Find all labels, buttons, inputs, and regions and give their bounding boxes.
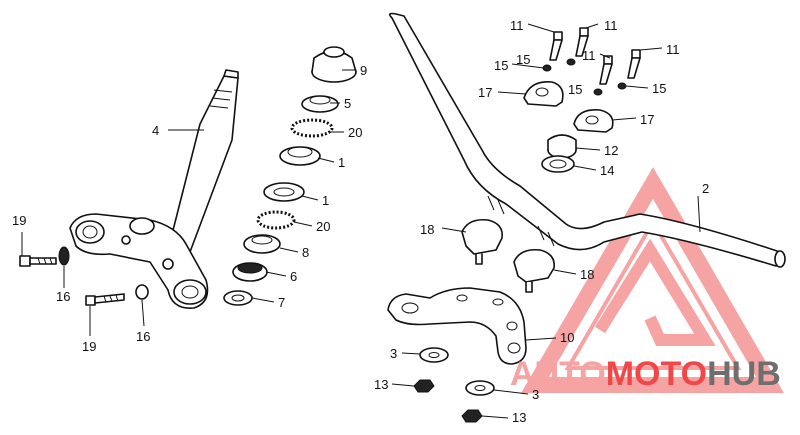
- bearing-race-1-upper: [279, 146, 321, 166]
- watermark-text-auto: AUTO: [510, 355, 606, 393]
- callout-19-upper: 19: [12, 213, 27, 228]
- washer-7: [223, 290, 253, 306]
- rubber-12: [547, 134, 577, 159]
- callout-1-lower: 1: [322, 193, 330, 208]
- watermark-text-hub: HUB: [707, 355, 781, 393]
- watermark-logo: [521, 167, 784, 393]
- callout-20-upper: 20: [348, 125, 363, 140]
- nut-13-b: [461, 409, 483, 423]
- washer-15-c: [593, 88, 603, 96]
- callout-15-a: 15: [494, 58, 509, 73]
- bolt-19-lower: [85, 293, 125, 306]
- steel-balls-20-lower: [256, 210, 296, 230]
- bolt-11-a: [549, 31, 563, 61]
- callout-18-b: 18: [580, 267, 595, 282]
- watermark-wordmark: AUTOMOTOHUB: [510, 357, 781, 391]
- callout-8: 8: [302, 245, 310, 260]
- bolt-19-upper: [19, 255, 57, 267]
- callout-2: 2: [702, 181, 710, 196]
- callout-15-b: 15: [516, 52, 531, 67]
- lower-holder-18-b: [513, 248, 556, 293]
- washer-15-a: [542, 64, 552, 72]
- watermark-text-moto: MOTO: [605, 355, 708, 393]
- stem-nut-9: [311, 46, 357, 83]
- callout-10: 10: [560, 330, 575, 345]
- bolt-11-d: [627, 49, 641, 79]
- callout-6: 6: [290, 269, 298, 284]
- callout-11-c: 11: [582, 48, 596, 63]
- callout-15-d: 15: [652, 81, 667, 96]
- callout-16-lower: 16: [136, 329, 151, 344]
- bearing-race-5: [301, 95, 339, 113]
- nut-13-a: [413, 379, 435, 393]
- callout-14: 14: [600, 163, 615, 178]
- callout-3-b: 3: [532, 387, 540, 402]
- callout-11-a: 11: [510, 18, 524, 33]
- callout-20-lower: 20: [316, 219, 331, 234]
- callout-16-upper: 16: [56, 289, 71, 304]
- callout-5: 5: [344, 96, 352, 111]
- handlebar: [388, 12, 786, 268]
- callout-1-upper: 1: [338, 155, 346, 170]
- washer-15-d: [617, 82, 627, 90]
- upper-holder-17-b: [573, 108, 614, 133]
- nut-16-lower: [135, 284, 149, 300]
- bearing-race-8: [243, 234, 281, 254]
- callout-19-lower: 19: [82, 339, 97, 354]
- callout-17-a: 17: [478, 85, 493, 100]
- steering-stem: [69, 69, 239, 309]
- upper-holder-17-a: [523, 81, 564, 107]
- bolt-11-c: [599, 55, 613, 85]
- steel-balls-20-upper: [290, 118, 334, 138]
- callout-13-a: 13: [374, 377, 389, 392]
- callout-15-c: 15: [568, 82, 583, 97]
- callout-12: 12: [604, 143, 619, 158]
- washer-14: [541, 155, 575, 173]
- callout-7: 7: [278, 295, 286, 310]
- lower-holder-18-a: [461, 218, 504, 265]
- bolt-11-b: [575, 27, 589, 57]
- washer-3-a: [419, 347, 449, 363]
- callout-18-a: 18: [420, 222, 435, 237]
- callout-13-b: 13: [512, 410, 527, 425]
- leader-lines: [21, 23, 701, 419]
- dust-seal-6: [232, 262, 268, 282]
- callout-11-d: 11: [666, 42, 680, 57]
- callout-17-b: 17: [640, 112, 655, 127]
- callout-11-b: 11: [604, 18, 618, 33]
- callout-9: 9: [360, 63, 368, 78]
- bracket-10: [387, 287, 527, 365]
- nut-16-upper: [58, 246, 70, 266]
- washer-3-b: [465, 380, 495, 396]
- bearing-race-1-lower: [263, 182, 305, 202]
- callout-3-a: 3: [390, 346, 398, 361]
- washer-15-b: [566, 58, 576, 66]
- callout-4: 4: [152, 123, 160, 138]
